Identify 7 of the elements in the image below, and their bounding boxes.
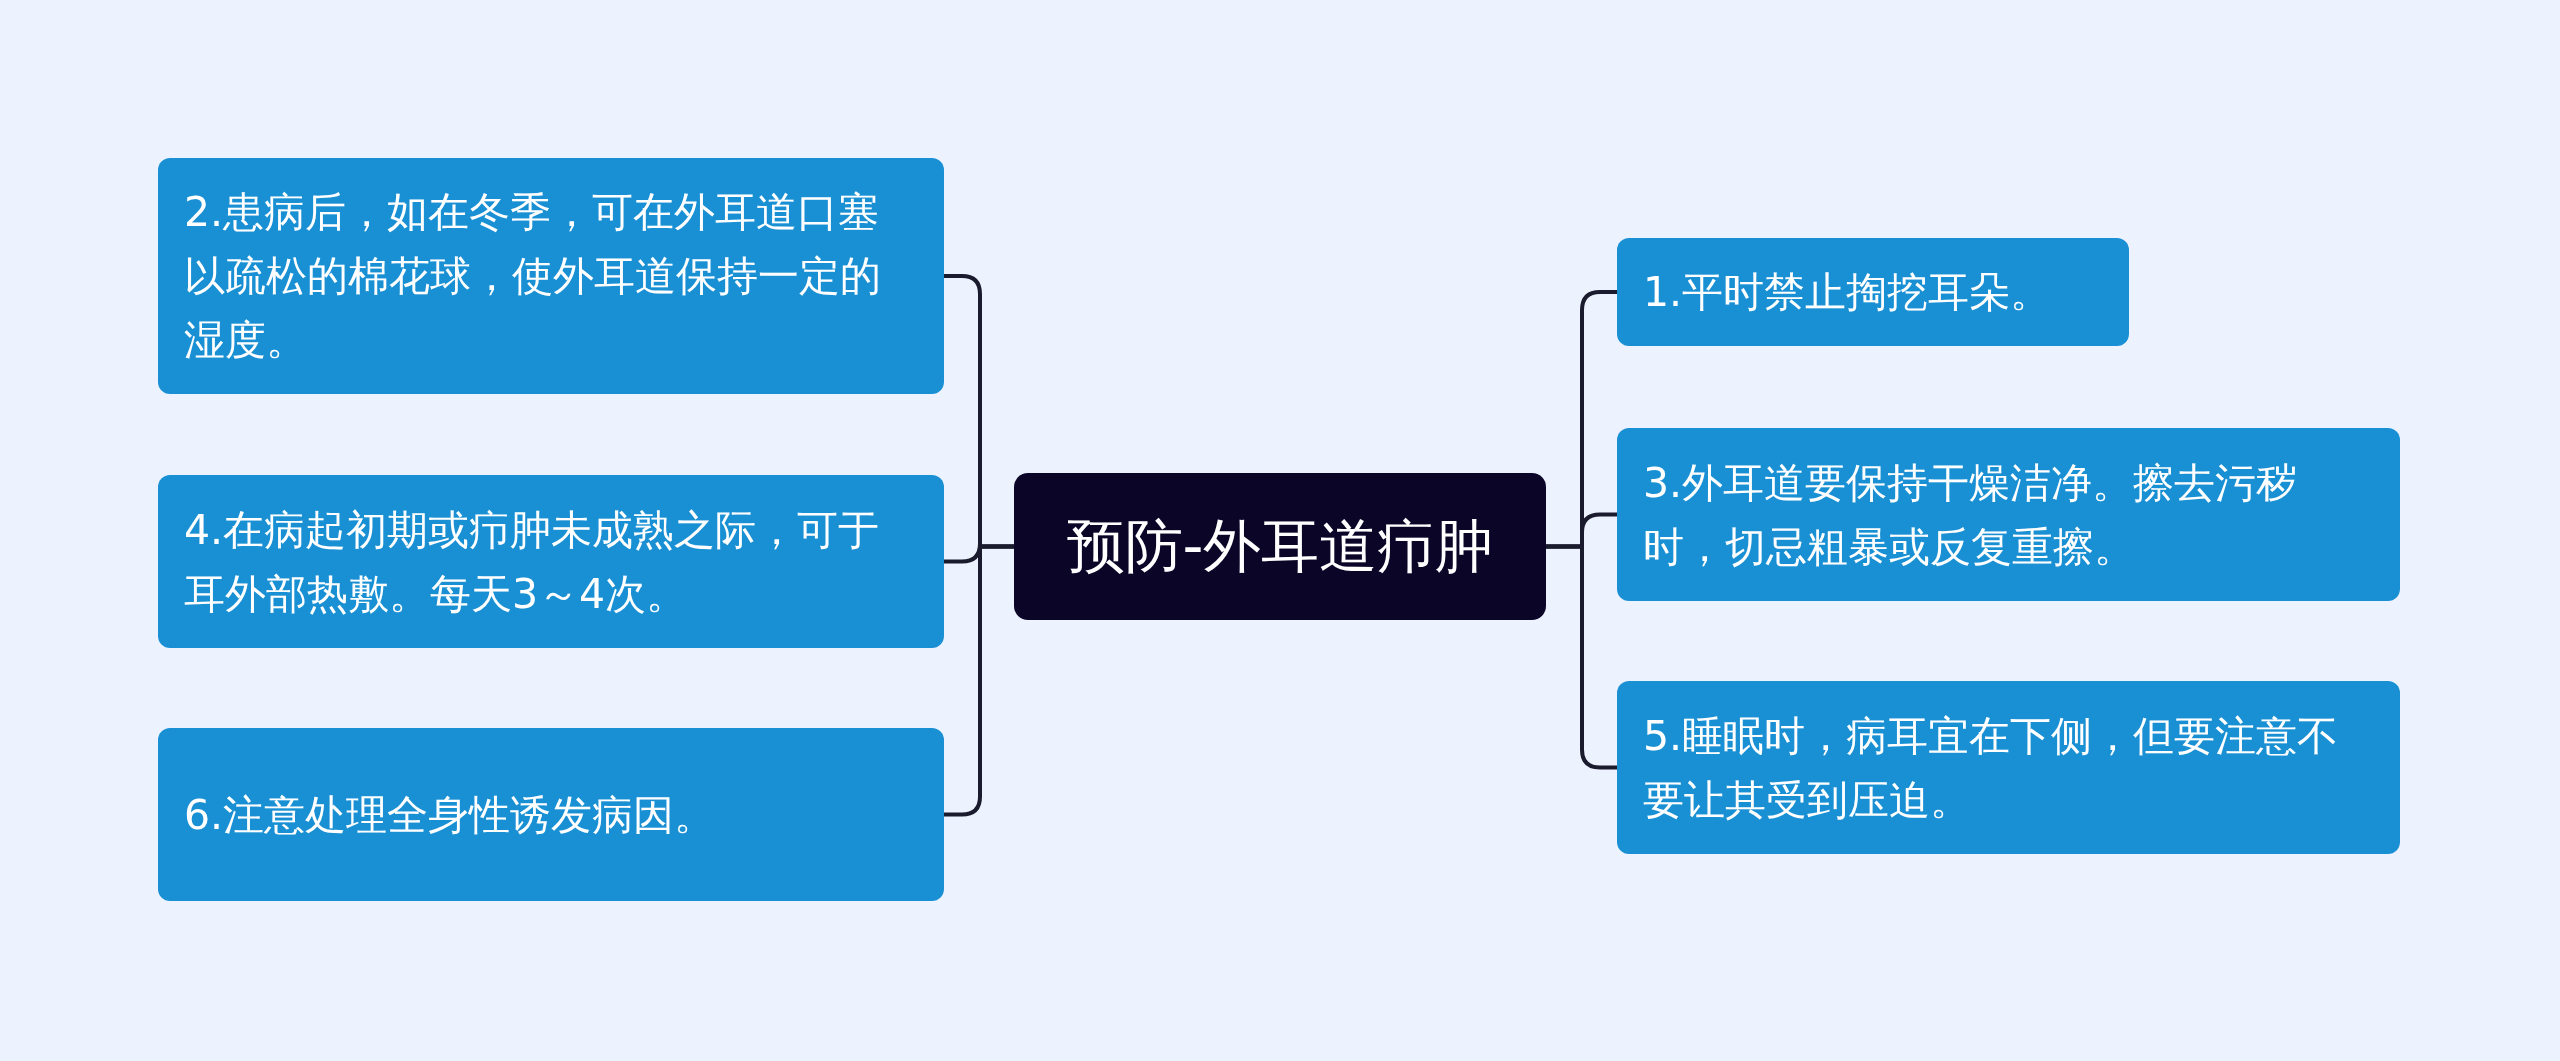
subtopic-box: 4.在病起初期或疖肿未成熟之际，可于耳外部热敷。每天3～4次。 [158, 475, 944, 648]
subtopic-box: 6.注意处理全身性诱发病因。 [158, 728, 944, 901]
subtopic-box: 3.外耳道要保持干燥洁净。擦去污秽时，切忌粗暴或反复重擦。 [1617, 428, 2400, 601]
subtopic-box: 1.平时禁止掏挖耳朵。 [1617, 238, 2129, 346]
subtopic-box: 5.睡眠时，病耳宜在下侧，但要注意不要让其受到压迫。 [1617, 681, 2400, 854]
topic-box: 预防-外耳道疖肿 [1014, 473, 1546, 620]
subtopic-box: 2.患病后，如在冬季，可在外耳道口塞以疏松的棉花球，使外耳道保持一定的湿度。 [158, 158, 944, 394]
